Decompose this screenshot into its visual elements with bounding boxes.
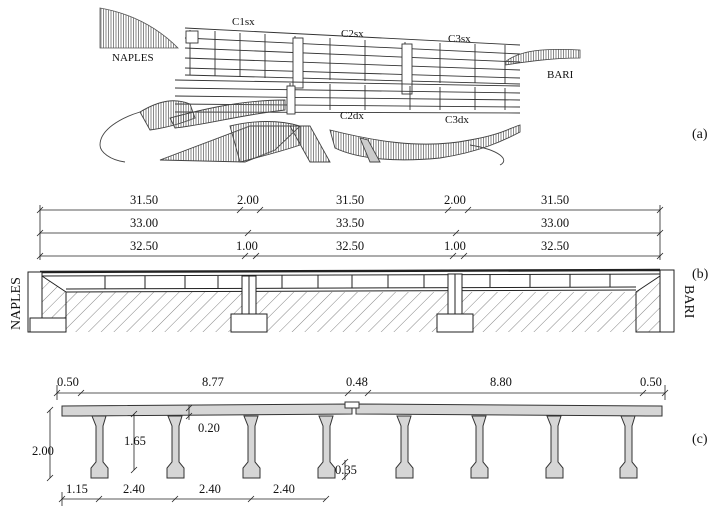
elev-dim-r1-0: 31.50: [130, 193, 158, 207]
section-vertical-dims: [46, 404, 349, 482]
elev-dim-r2-1: 33.50: [336, 216, 364, 230]
sec-dim-top-1: 8.77: [202, 375, 224, 389]
left-abutment: [27, 271, 67, 333]
elev-dim-r3-1: 1.00: [236, 239, 258, 253]
elev-dim-r1-2: 31.50: [336, 193, 364, 207]
plan-label-c3sx: C3sx: [448, 33, 471, 45]
sec-dim-top-4: 0.50: [640, 375, 662, 389]
sec-dim-web-height: 1.65: [124, 434, 146, 448]
elevation-view: 31.50 2.00 31.50 2.00 31.50 33.00 33.50 …: [9, 193, 709, 333]
plan-label-c2sx: C2sx: [341, 28, 364, 40]
panel-label-c: (c): [692, 432, 708, 447]
left-carriageway: [184, 27, 521, 95]
panel-label-b: (b): [692, 267, 709, 282]
elev-dim-r1-1: 2.00: [237, 193, 259, 207]
elev-label-naples: NAPLES: [9, 277, 24, 330]
plan-label-c3dx: C3dx: [445, 114, 469, 126]
naples-abutment-hatch: [99, 7, 179, 49]
section-top-dim: [53, 385, 669, 400]
plan-label-c2dx: C2dx: [340, 110, 364, 122]
elev-dim-r2-0: 33.00: [130, 216, 158, 230]
section-girders: [90, 415, 638, 479]
right-abutment: [635, 269, 675, 333]
elev-dim-r1-4: 31.50: [541, 193, 569, 207]
elev-label-bari: BARI: [681, 285, 696, 319]
plan-label-naples: NAPLES: [112, 52, 154, 64]
bari-abutment: [504, 48, 581, 66]
plan-label-bari: BARI: [547, 69, 574, 81]
panel-label-a: (a): [692, 127, 708, 142]
sec-dim-flange: 0.35: [335, 463, 357, 477]
elev-dim-r3-3: 1.00: [444, 239, 466, 253]
cross-section: 0.50 8.77 0.48 8.80 0.50: [32, 375, 708, 506]
section-bottom-dim: [58, 492, 330, 506]
plan-view: NAPLES BARI C1sx C2sx C3sx C2dx C3dx (a): [99, 7, 708, 166]
elevation-dimension-lines: [36, 205, 664, 260]
plan-label-c1sx: C1sx: [232, 16, 255, 28]
elev-dim-r3-2: 32.50: [336, 239, 364, 253]
sec-dim-total-height: 2.00: [32, 444, 54, 458]
sec-dim-bot-3: 2.40: [273, 482, 295, 496]
sec-dim-top-0: 0.50: [57, 375, 79, 389]
sec-dim-bot-0: 1.15: [66, 482, 88, 496]
elev-dim-r2-2: 33.00: [541, 216, 569, 230]
elev-dim-r1-3: 2.00: [444, 193, 466, 207]
sec-dim-bot-2: 2.40: [199, 482, 221, 496]
sec-dim-top-2: 0.48: [346, 375, 368, 389]
elevation-deck: [39, 268, 661, 293]
sec-dim-slab: 0.20: [198, 421, 220, 435]
elev-dim-r3-4: 32.50: [541, 239, 569, 253]
pier-1: [230, 275, 268, 333]
elevation-ground-hatch: [66, 292, 636, 332]
sec-dim-top-3: 8.80: [490, 375, 512, 389]
section-deck: [61, 401, 663, 417]
terrain: [99, 99, 521, 166]
pier-2: [436, 273, 474, 333]
elev-dim-r3-0: 32.50: [130, 239, 158, 253]
sec-dim-bot-1: 2.40: [123, 482, 145, 496]
